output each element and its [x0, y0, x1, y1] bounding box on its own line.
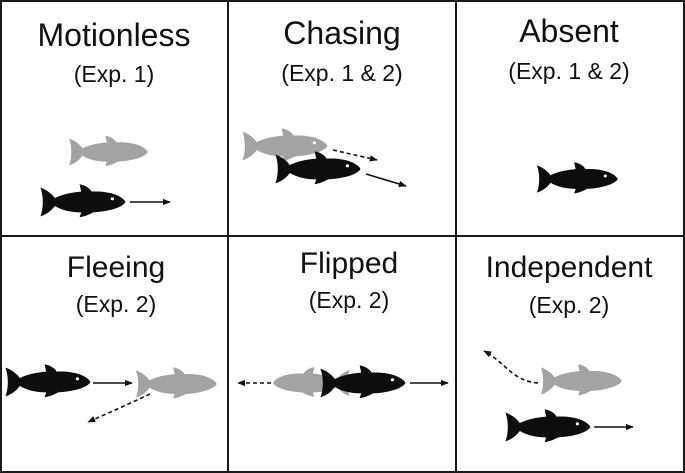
panel-subtitle-absent: (Exp. 1 & 2)	[508, 58, 629, 84]
panel-subtitle-flipped: (Exp. 2)	[309, 287, 390, 313]
panel-subtitle-fleeing: (Exp. 2)	[76, 291, 157, 317]
dashed-arrow	[483, 350, 539, 384]
dashed-arrow	[87, 393, 151, 423]
panel-independent-scene	[483, 350, 634, 443]
gray-fish	[69, 135, 148, 167]
dashed-arrow	[332, 149, 378, 162]
panel-titles: Motionless (Exp. 1) Chasing (Exp. 1 & 2)…	[38, 13, 654, 318]
black-fish	[536, 162, 618, 194]
panel-absent-scene	[536, 162, 618, 194]
panel-title-chasing: Chasing	[283, 15, 400, 51]
gray-fish	[540, 364, 622, 396]
panel-title-absent: Absent	[519, 13, 619, 49]
black-fish	[275, 151, 361, 185]
black-fish	[320, 365, 406, 399]
panel-title-fleeing: Fleeing	[67, 251, 165, 284]
gray-fish	[135, 367, 217, 399]
panel-subtitle-motionless: (Exp. 1)	[74, 61, 155, 87]
panel-title-independent: Independent	[486, 251, 653, 284]
panel-chasing-scene	[242, 128, 407, 187]
panel-flipped-scene	[237, 365, 449, 399]
panel-title-motionless: Motionless	[38, 17, 191, 53]
panel-motionless-scene	[40, 135, 171, 218]
black-fish	[40, 184, 126, 218]
solid-arrow	[365, 173, 407, 187]
black-fish	[5, 364, 91, 398]
black-fish	[505, 409, 591, 443]
panel-subtitle-independent: (Exp. 2)	[529, 292, 610, 318]
panel-fleeing-scene	[5, 364, 217, 423]
panel-subtitle-chasing: (Exp. 1 & 2)	[281, 60, 402, 86]
panel-title-flipped: Flipped	[300, 247, 398, 280]
gray-fish	[242, 128, 328, 162]
